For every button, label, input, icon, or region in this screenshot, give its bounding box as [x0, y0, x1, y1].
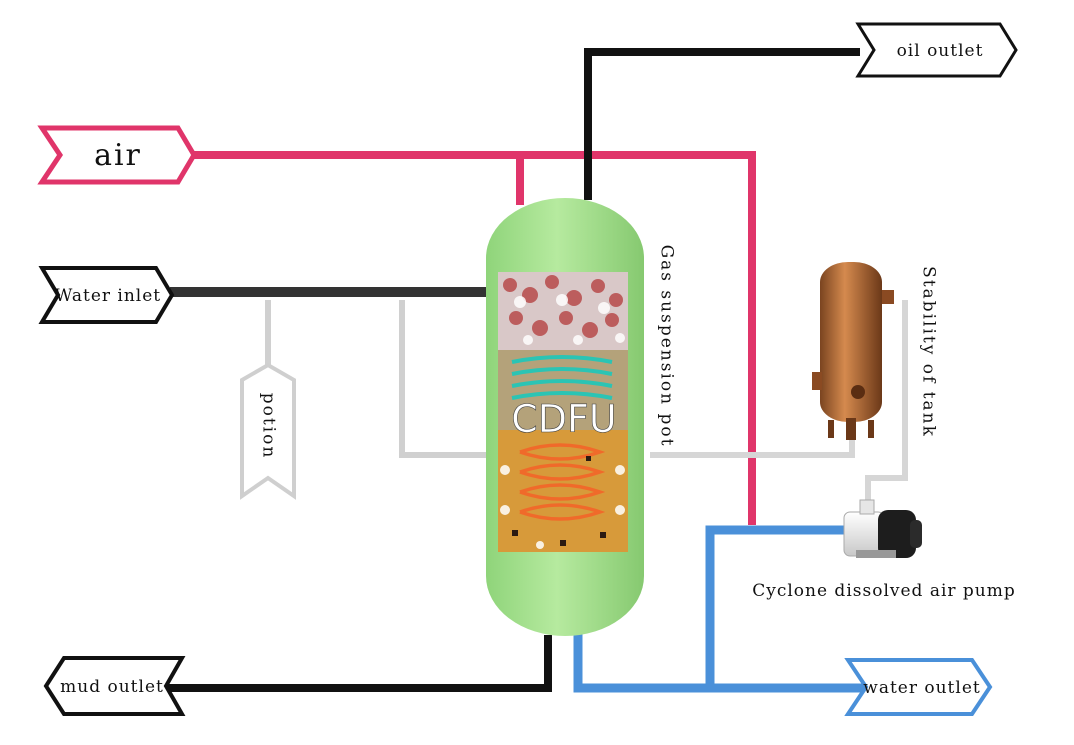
oil-outlet-line	[584, 48, 860, 200]
potion-label: potion	[259, 393, 279, 460]
air-inlet-arrow: air	[37, 125, 197, 185]
mud-outlet-line	[160, 635, 552, 692]
cyclone-pump-label: Cyclone dissolved air pump	[752, 581, 1016, 601]
water-inlet-label: Water inlet	[55, 286, 161, 306]
stability-tank	[812, 262, 894, 440]
water-outlet-arrow: water outlet	[844, 658, 993, 716]
cyclone-pump	[843, 499, 922, 558]
water-inlet-arrow: Water inlet	[38, 266, 175, 324]
potion-line	[265, 300, 488, 458]
vessel-internals	[498, 272, 628, 552]
air-label: air	[94, 138, 142, 173]
cdfu-vessel: CDFU	[486, 198, 644, 636]
cdfu-label: CDFU	[511, 397, 616, 441]
stability-tank-line	[650, 300, 908, 505]
oil-outlet-arrow: oil outlet	[855, 22, 1018, 78]
mud-outlet-arrow: mud outlet	[43, 656, 186, 716]
gas-suspension-pot-label: Gas suspension pot	[657, 245, 677, 448]
oil-outlet-label: oil outlet	[897, 41, 984, 61]
water-outlet-label: water outlet	[863, 678, 980, 698]
mud-outlet-label: mud outlet	[60, 677, 164, 697]
water-outlet-line	[573, 525, 868, 693]
stability-of-tank-label: Stability of tank	[919, 266, 939, 438]
air-line	[190, 151, 756, 525]
potion-arrow: potion	[240, 362, 296, 500]
